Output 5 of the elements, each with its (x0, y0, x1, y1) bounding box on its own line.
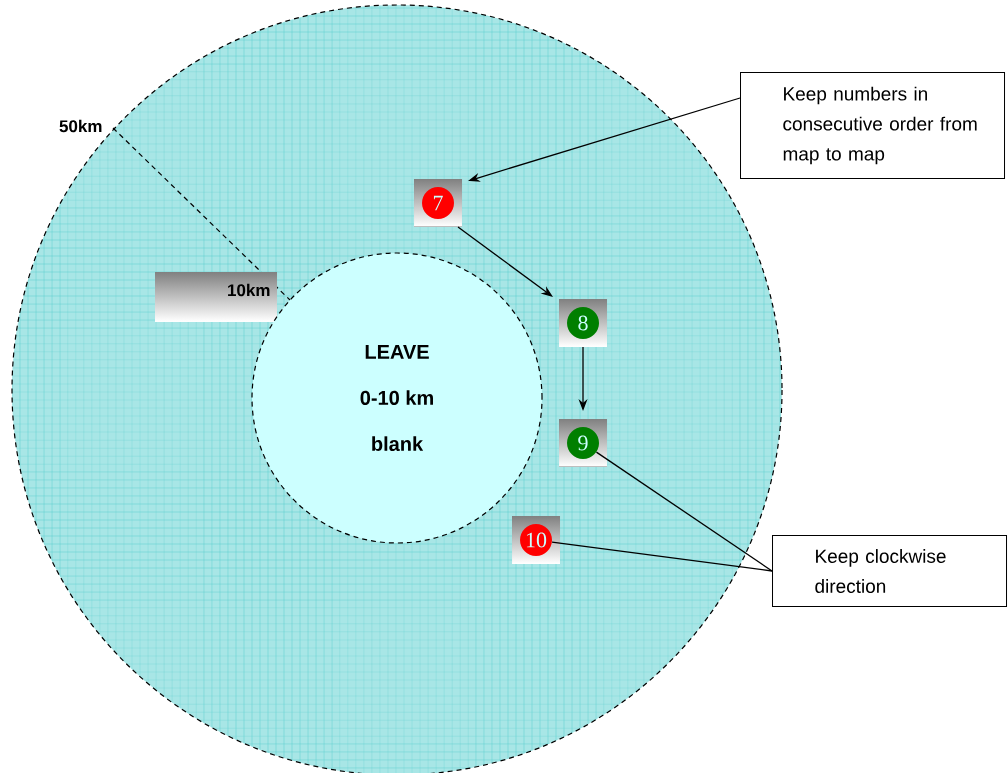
callout-box: Keep clockwise direction (772, 535, 1007, 607)
arrow (457, 226, 553, 297)
dimension-label: 10km (155, 272, 277, 322)
callout-box: Keep numbers in consecutive order from map to map (740, 72, 1005, 179)
dimension-label: 50km (59, 119, 102, 133)
